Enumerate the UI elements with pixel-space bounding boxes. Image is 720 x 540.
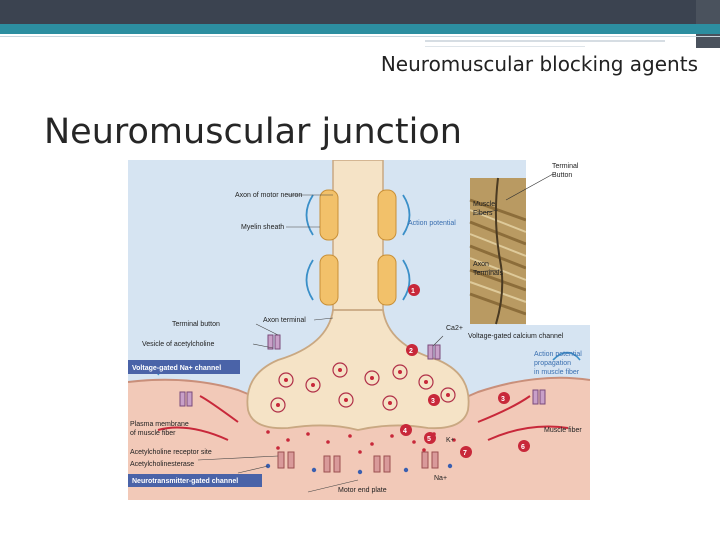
label-nt-gated: Neurotransmitter-gated channel	[132, 478, 238, 485]
step-marker: 1	[408, 284, 420, 296]
label-ap-propagation-1: Action potential	[534, 351, 582, 358]
svg-text:4: 4	[403, 428, 407, 435]
decorative-line	[0, 36, 720, 37]
myelin-sheath	[377, 254, 397, 306]
neuromuscular-junction-diagram: Terminal Button Muscle Fibers Axon Termi…	[128, 160, 590, 500]
micro-label-fibers: Fibers	[473, 210, 493, 217]
label-k-ion: K+	[446, 437, 455, 444]
micro-label-axon: Axon	[473, 261, 489, 268]
teal-band	[0, 24, 720, 34]
step-marker: 4	[400, 424, 412, 436]
top-bar	[0, 0, 720, 24]
step-marker: 7	[460, 446, 472, 458]
micro-label-button: Button	[552, 172, 572, 179]
decorative-line	[425, 46, 585, 47]
axon-terminal	[246, 309, 470, 431]
slide-header: Neuromuscular blocking agents	[380, 52, 698, 76]
svg-text:6: 6	[521, 444, 525, 451]
slide-title: Neuromuscular junction	[44, 112, 462, 152]
label-action-potential: Action potential	[408, 220, 456, 227]
label-voltage-na: Voltage-gated Na+ channel	[132, 365, 221, 372]
decorative-line	[425, 40, 665, 42]
label-ap-propagation-2: propagation	[534, 360, 571, 367]
label-ap-propagation-3: in muscle fiber	[534, 369, 580, 376]
label-vesicle-ach: Vesicle of acetylcholine	[142, 341, 214, 348]
label-voltage-ca: Voltage-gated calcium channel	[468, 333, 564, 340]
step-marker: 2	[406, 344, 418, 356]
step-marker: 5	[424, 432, 436, 444]
svg-text:5: 5	[427, 436, 431, 443]
micro-label-terminals: Terminals	[473, 270, 503, 277]
label-plasma-membrane-1: Plasma membrane	[130, 421, 189, 428]
svg-text:7: 7	[463, 450, 467, 457]
label-box-voltage-na	[128, 360, 240, 374]
micro-label-terminal: Terminal	[552, 163, 579, 170]
micro-label-muscle: Muscle	[473, 201, 495, 208]
axon	[332, 160, 384, 321]
label-muscle-fiber: Muscle fiber	[544, 427, 582, 434]
label-box-nt-gated	[128, 474, 262, 487]
myelin-sheath	[377, 189, 397, 241]
label-axon-motor-neuron: Axon of motor neuron	[235, 192, 302, 199]
svg-text:2: 2	[409, 348, 413, 355]
label-ca-ion: Ca2+	[446, 325, 463, 332]
label-terminal-button: Terminal button	[172, 321, 220, 328]
label-plasma-membrane-2: of muscle fiber	[130, 430, 176, 437]
svg-text:3: 3	[431, 398, 435, 405]
label-axon-terminal: Axon terminal	[263, 317, 306, 324]
step-marker: 6	[518, 440, 530, 452]
step-marker: 3	[428, 394, 440, 406]
label-ache: Acetylcholinesterase	[130, 461, 194, 468]
label-ach-receptor: Acetylcholine receptor site	[130, 449, 212, 456]
svg-text:1: 1	[411, 288, 415, 295]
svg-text:3: 3	[501, 396, 505, 403]
micrograph-label-panel	[526, 160, 590, 325]
label-motor-end-plate: Motor end plate	[338, 487, 387, 494]
label-myelin-sheath: Myelin sheath	[241, 224, 284, 231]
muscle-fiber-region	[128, 377, 590, 500]
label-na-ion: Na+	[434, 475, 447, 482]
step-marker: 3	[498, 392, 510, 404]
myelin-sheath	[319, 254, 339, 306]
myelin-sheath	[319, 189, 339, 241]
